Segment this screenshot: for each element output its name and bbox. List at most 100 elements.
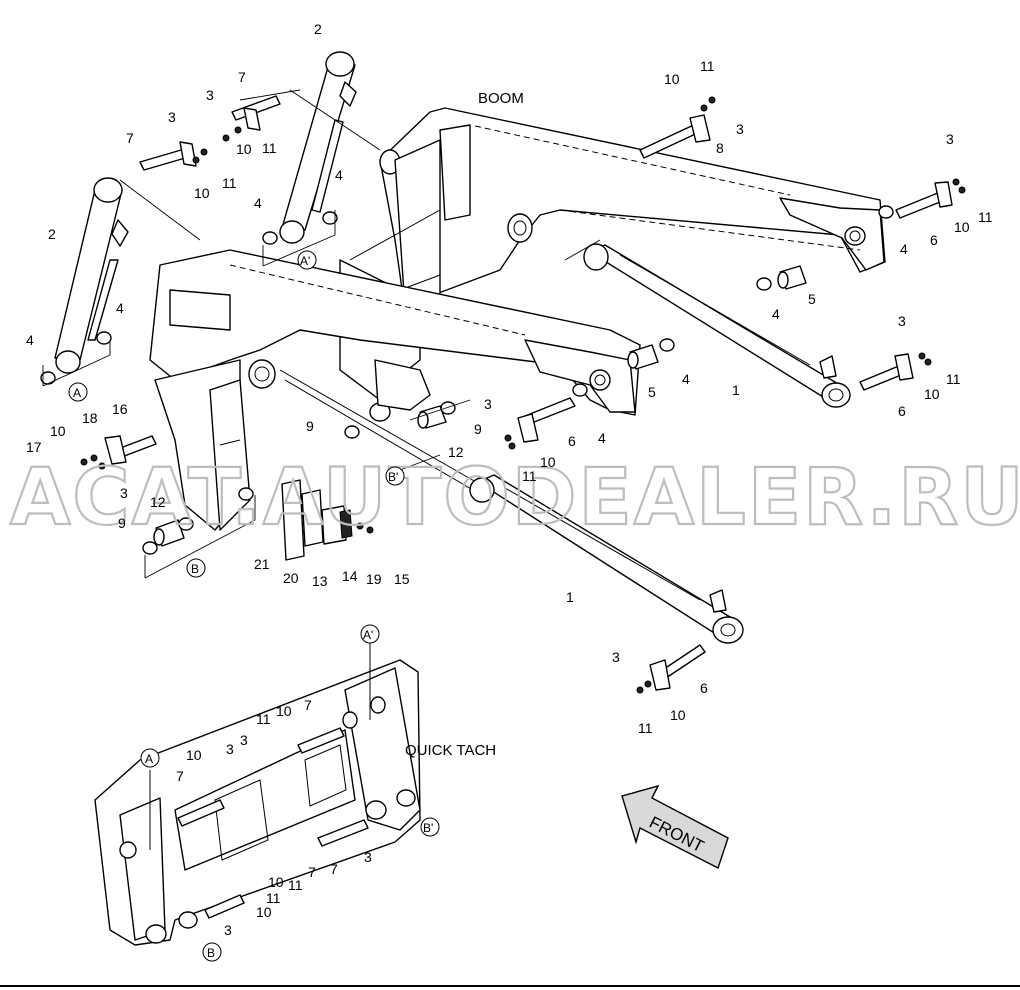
section-mark-a-left: A [68, 382, 88, 402]
callout: 10 [540, 454, 556, 470]
callout: 10 [924, 386, 940, 402]
callout: 6 [898, 403, 906, 419]
callout: 4 [598, 430, 606, 446]
section-mark-text: B' [423, 821, 433, 835]
callout: 3 [226, 741, 234, 757]
quick-tach-assembly [94, 642, 421, 946]
callout: 11 [978, 209, 993, 225]
callout: 6 [930, 232, 938, 248]
callout: 21 [254, 556, 270, 572]
lift-cylinder-upper [583, 243, 851, 408]
section-mark-text: A [73, 386, 81, 400]
callout: 3 [168, 109, 176, 125]
callout: 11 [256, 711, 271, 727]
front-arrow: FRONT [621, 784, 729, 869]
callout: 15 [394, 571, 410, 587]
callout: 5 [808, 291, 816, 307]
callout: 11 [946, 371, 961, 387]
callout: 7 [308, 864, 316, 880]
callout: 4 [116, 300, 124, 316]
section-mark-text: B' [388, 470, 398, 484]
callout: 10 [954, 219, 970, 235]
callout: 7 [238, 69, 246, 85]
callout: 4 [772, 306, 780, 322]
callout: 10 [276, 703, 292, 719]
callout: 11 [266, 890, 281, 906]
callout: 10 [236, 141, 252, 157]
section-mark-text: A' [363, 628, 373, 642]
callout: 3 [120, 485, 128, 501]
callout: 11 [638, 720, 653, 736]
callout: 10 [256, 904, 272, 920]
callout: 10 [268, 874, 284, 890]
callout: 19 [366, 571, 382, 587]
section-mark-a-prime-top: A' [297, 250, 317, 270]
section-mark-text: A' [300, 254, 310, 268]
callout: 5 [648, 384, 656, 400]
lift-cylinder-lower [469, 474, 744, 644]
callout: 3 [364, 849, 372, 865]
callout: 3 [484, 396, 492, 412]
callout: 12 [448, 444, 464, 460]
section-mark-a-quicktach: A [140, 748, 160, 768]
callout: 4 [682, 371, 690, 387]
section-mark-b-lower: B [186, 558, 206, 578]
section-mark-text: B [191, 562, 199, 576]
callout: 11 [222, 175, 237, 191]
callout: 9 [474, 421, 482, 437]
callout: 10 [194, 185, 210, 201]
callout: 3 [898, 313, 906, 329]
callout: 13 [312, 573, 328, 589]
callout-numbers: 2 7 3 10 11 7 3 10 11 2 4 4 4 4 11 10 3 … [26, 21, 993, 938]
section-mark-b-prime-mid: B' [385, 466, 405, 486]
callout: 1 [732, 382, 740, 398]
callout: 4 [335, 167, 343, 183]
callout: 11 [700, 58, 715, 74]
callout: 11 [522, 468, 537, 484]
callout: 1 [566, 589, 574, 605]
quick-tach-label: QUICK TACH [405, 742, 496, 759]
callout: 10 [50, 423, 66, 439]
tilt-cylinder-left [54, 177, 129, 374]
callout: 14 [342, 568, 358, 584]
callout: 18 [82, 410, 98, 426]
callout: 17 [26, 439, 42, 455]
tilt-cylinder-right [279, 51, 357, 244]
callout: 11 [288, 877, 303, 893]
callout: 2 [48, 226, 56, 242]
callout: 7 [126, 130, 134, 146]
reference-lines [42, 89, 601, 579]
callout: 6 [568, 433, 576, 449]
callout: 7 [330, 861, 338, 877]
callout: 9 [118, 515, 126, 531]
boom-label: BOOM [478, 90, 524, 107]
callout: 11 [262, 140, 277, 156]
callout: 10 [186, 747, 202, 763]
section-mark-b-prime-quicktach: B' [420, 817, 440, 837]
callout: 20 [283, 570, 299, 586]
callout: 7 [176, 768, 184, 784]
callout: 3 [206, 87, 214, 103]
callout: 4 [26, 332, 34, 348]
callout: 12 [150, 494, 166, 510]
callout: 3 [240, 732, 248, 748]
callout: 8 [716, 140, 724, 156]
callout: 4 [900, 241, 908, 257]
callout: 2 [314, 21, 322, 37]
callout: 10 [664, 71, 680, 87]
callout: 16 [112, 401, 128, 417]
section-mark-text: A [145, 752, 153, 766]
callout: 7 [304, 697, 312, 713]
callout: 3 [612, 649, 620, 665]
callout: 10 [670, 707, 686, 723]
section-mark-a-prime-quicktach: A' [360, 624, 380, 644]
callout: 3 [736, 121, 744, 137]
section-mark-text: B [207, 946, 215, 960]
callout: 3 [224, 922, 232, 938]
callout: 6 [700, 680, 708, 696]
callout: 3 [946, 131, 954, 147]
watermark-text: ACAT.AUTODEALER.RU [10, 453, 1020, 543]
section-mark-b-quicktach: B [202, 942, 222, 962]
pins-and-washers [40, 95, 966, 694]
